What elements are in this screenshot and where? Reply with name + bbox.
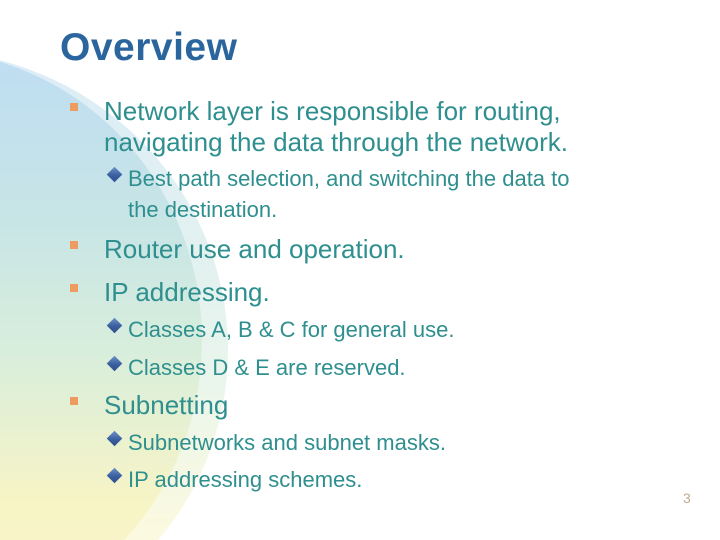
bullet-line: the destination. bbox=[128, 197, 278, 222]
square-bullet-icon bbox=[70, 241, 78, 249]
bullet-text: IP addressing. bbox=[104, 277, 270, 308]
diamond-bullet-icon bbox=[106, 317, 123, 334]
bullet-item: IP addressing. bbox=[70, 277, 270, 308]
bullet-line: Subnetting bbox=[104, 390, 229, 420]
sub-bullet-item: Best path selection, and switching the d… bbox=[106, 163, 570, 225]
bullet-line: Classes A, B & C for general use. bbox=[128, 317, 455, 342]
diamond-bullet-icon bbox=[106, 355, 123, 372]
bullet-item: Router use and operation. bbox=[70, 234, 405, 265]
bullet-line: IP addressing. bbox=[104, 277, 270, 307]
bullet-text: Network layer is responsible for routing… bbox=[104, 96, 568, 158]
bullet-item: Network layer is responsible for routing… bbox=[70, 96, 568, 158]
bullet-line: Subnetworks and subnet masks. bbox=[128, 430, 446, 455]
bullet-text: Best path selection, and switching the d… bbox=[128, 163, 570, 225]
bullet-text: Subnetworks and subnet masks. bbox=[128, 427, 446, 458]
diamond-bullet-icon bbox=[106, 467, 123, 484]
bullet-text: Subnetting bbox=[104, 390, 228, 421]
sub-bullet-item: Classes D & E are reserved. bbox=[106, 352, 406, 383]
bullet-text: Classes D & E are reserved. bbox=[128, 352, 406, 383]
sub-bullet-item: IP addressing schemes. bbox=[106, 464, 362, 495]
bullet-text: Classes A, B & C for general use. bbox=[128, 314, 455, 345]
bullet-item: Subnetting bbox=[70, 390, 228, 421]
sub-bullet-item: Subnetworks and subnet masks. bbox=[106, 427, 446, 458]
square-bullet-icon bbox=[70, 103, 78, 111]
square-bullet-icon bbox=[70, 397, 78, 405]
square-bullet-icon bbox=[70, 284, 78, 292]
bullet-line: Network layer is responsible for routing… bbox=[104, 96, 561, 126]
bullet-text: IP addressing schemes. bbox=[128, 464, 362, 495]
bullet-line: IP addressing schemes. bbox=[128, 467, 363, 492]
diamond-bullet-icon bbox=[106, 166, 123, 183]
slide-title: Overview bbox=[60, 26, 238, 69]
bullet-line: Router use and operation. bbox=[104, 234, 405, 264]
bullet-text: Router use and operation. bbox=[104, 234, 405, 265]
bullet-line: Best path selection, and switching the d… bbox=[128, 166, 570, 191]
bullet-line: Classes D & E are reserved. bbox=[128, 355, 406, 380]
bullet-line: navigating the data through the network. bbox=[104, 127, 568, 157]
page-number: 3 bbox=[683, 490, 691, 506]
diamond-bullet-icon bbox=[106, 430, 123, 447]
sub-bullet-item: Classes A, B & C for general use. bbox=[106, 314, 455, 345]
